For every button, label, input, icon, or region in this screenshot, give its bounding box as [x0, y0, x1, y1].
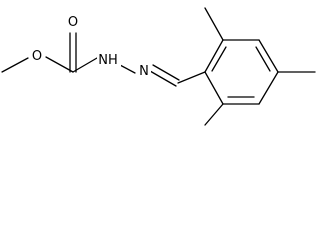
hydrazone-nitrogen-label: N [139, 64, 149, 79]
ring-bond-c1-c2-inner [211, 46, 227, 72]
imine-double-bond-b [152, 64, 180, 81]
chemical-structure: O O NH N [1, 7, 316, 126]
top-methyl-bond [204, 7, 224, 41]
carbonyl-oxygen-mask [66, 13, 80, 29]
bottom-methyl-bond [204, 103, 224, 126]
hydrazone-nitrogen-mask [137, 62, 151, 78]
ring-bond-c1-c2 [204, 39, 224, 73]
ring-bond-c4-c5 [258, 71, 279, 105]
carbonyl-to-nh-bond [72, 57, 98, 73]
atom-labels: O O NH N [30, 13, 151, 79]
methyl-to-ester-oxygen-bond [1, 57, 29, 73]
nh-label: NH [98, 53, 118, 68]
nh-mask [97, 51, 121, 67]
ester-oxygen-label: O [32, 49, 42, 64]
methine-to-ring-bond [177, 71, 206, 84]
carbonyl-oxygen-label: O [68, 15, 78, 30]
ester-oxygen-to-carbonyl-bond [45, 56, 74, 73]
ring-bond-c3-c4 [258, 39, 279, 73]
ring-bond-c6-c1 [204, 71, 224, 105]
ester-oxygen-mask [30, 47, 44, 63]
bonds [1, 7, 316, 126]
ring-bond-c3-c4-inner [255, 46, 271, 72]
imine-double-bond-a [149, 70, 177, 87]
